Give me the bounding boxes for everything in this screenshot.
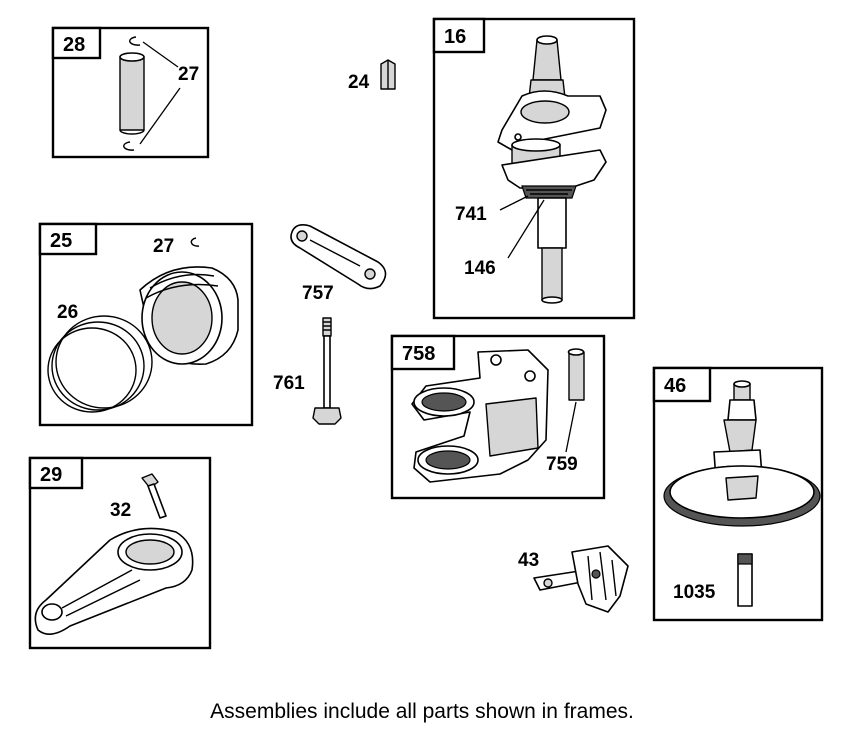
label-27-piston-clip: 27	[153, 236, 174, 257]
part-24-key: 24	[348, 59, 396, 93]
frame-758-number: 758	[402, 343, 435, 365]
piston-pin	[119, 52, 145, 135]
piston	[139, 266, 239, 365]
frame-46: 46 1035	[652, 366, 824, 622]
label-146: 146	[464, 258, 496, 279]
label-757: 757	[302, 283, 334, 304]
frame-28-number: 28	[63, 34, 85, 56]
frame-25-number: 25	[50, 230, 72, 252]
compression-release-pin	[737, 553, 753, 607]
frame-16-number: 16	[444, 26, 466, 48]
crankshaft	[497, 35, 607, 304]
part-757: 757	[290, 224, 387, 304]
caption: Assemblies include all parts shown in fr…	[210, 700, 634, 723]
frame-16: 16 741 146	[432, 17, 636, 320]
frame-29-number: 29	[40, 464, 62, 486]
clip-top	[129, 36, 141, 46]
label-741: 741	[455, 204, 487, 225]
part-761-bolt: 761	[273, 317, 342, 425]
label-43: 43	[518, 550, 539, 571]
label-24: 24	[348, 72, 370, 93]
frame-25: 25 27 26	[38, 222, 254, 427]
clip-piston	[190, 237, 200, 247]
piston-rings	[47, 315, 153, 413]
label-761: 761	[273, 373, 305, 394]
label-759: 759	[546, 454, 578, 475]
clip-bottom	[123, 141, 135, 151]
bearing-bracket	[411, 349, 549, 483]
dowel-pin	[567, 348, 585, 401]
part-43-governor: 43	[518, 545, 629, 613]
frame-29: 29 32	[28, 456, 212, 650]
label-27-top: 27	[178, 64, 199, 85]
label-1035: 1035	[673, 582, 716, 603]
frame-46-number: 46	[664, 375, 686, 397]
label-26: 26	[57, 302, 78, 323]
rod-bolt	[141, 473, 167, 519]
frame-28: 28 27	[51, 26, 210, 159]
label-32: 32	[110, 500, 131, 521]
camshaft	[663, 380, 821, 527]
frame-758: 758 759	[390, 334, 606, 500]
connecting-rod	[34, 527, 194, 635]
